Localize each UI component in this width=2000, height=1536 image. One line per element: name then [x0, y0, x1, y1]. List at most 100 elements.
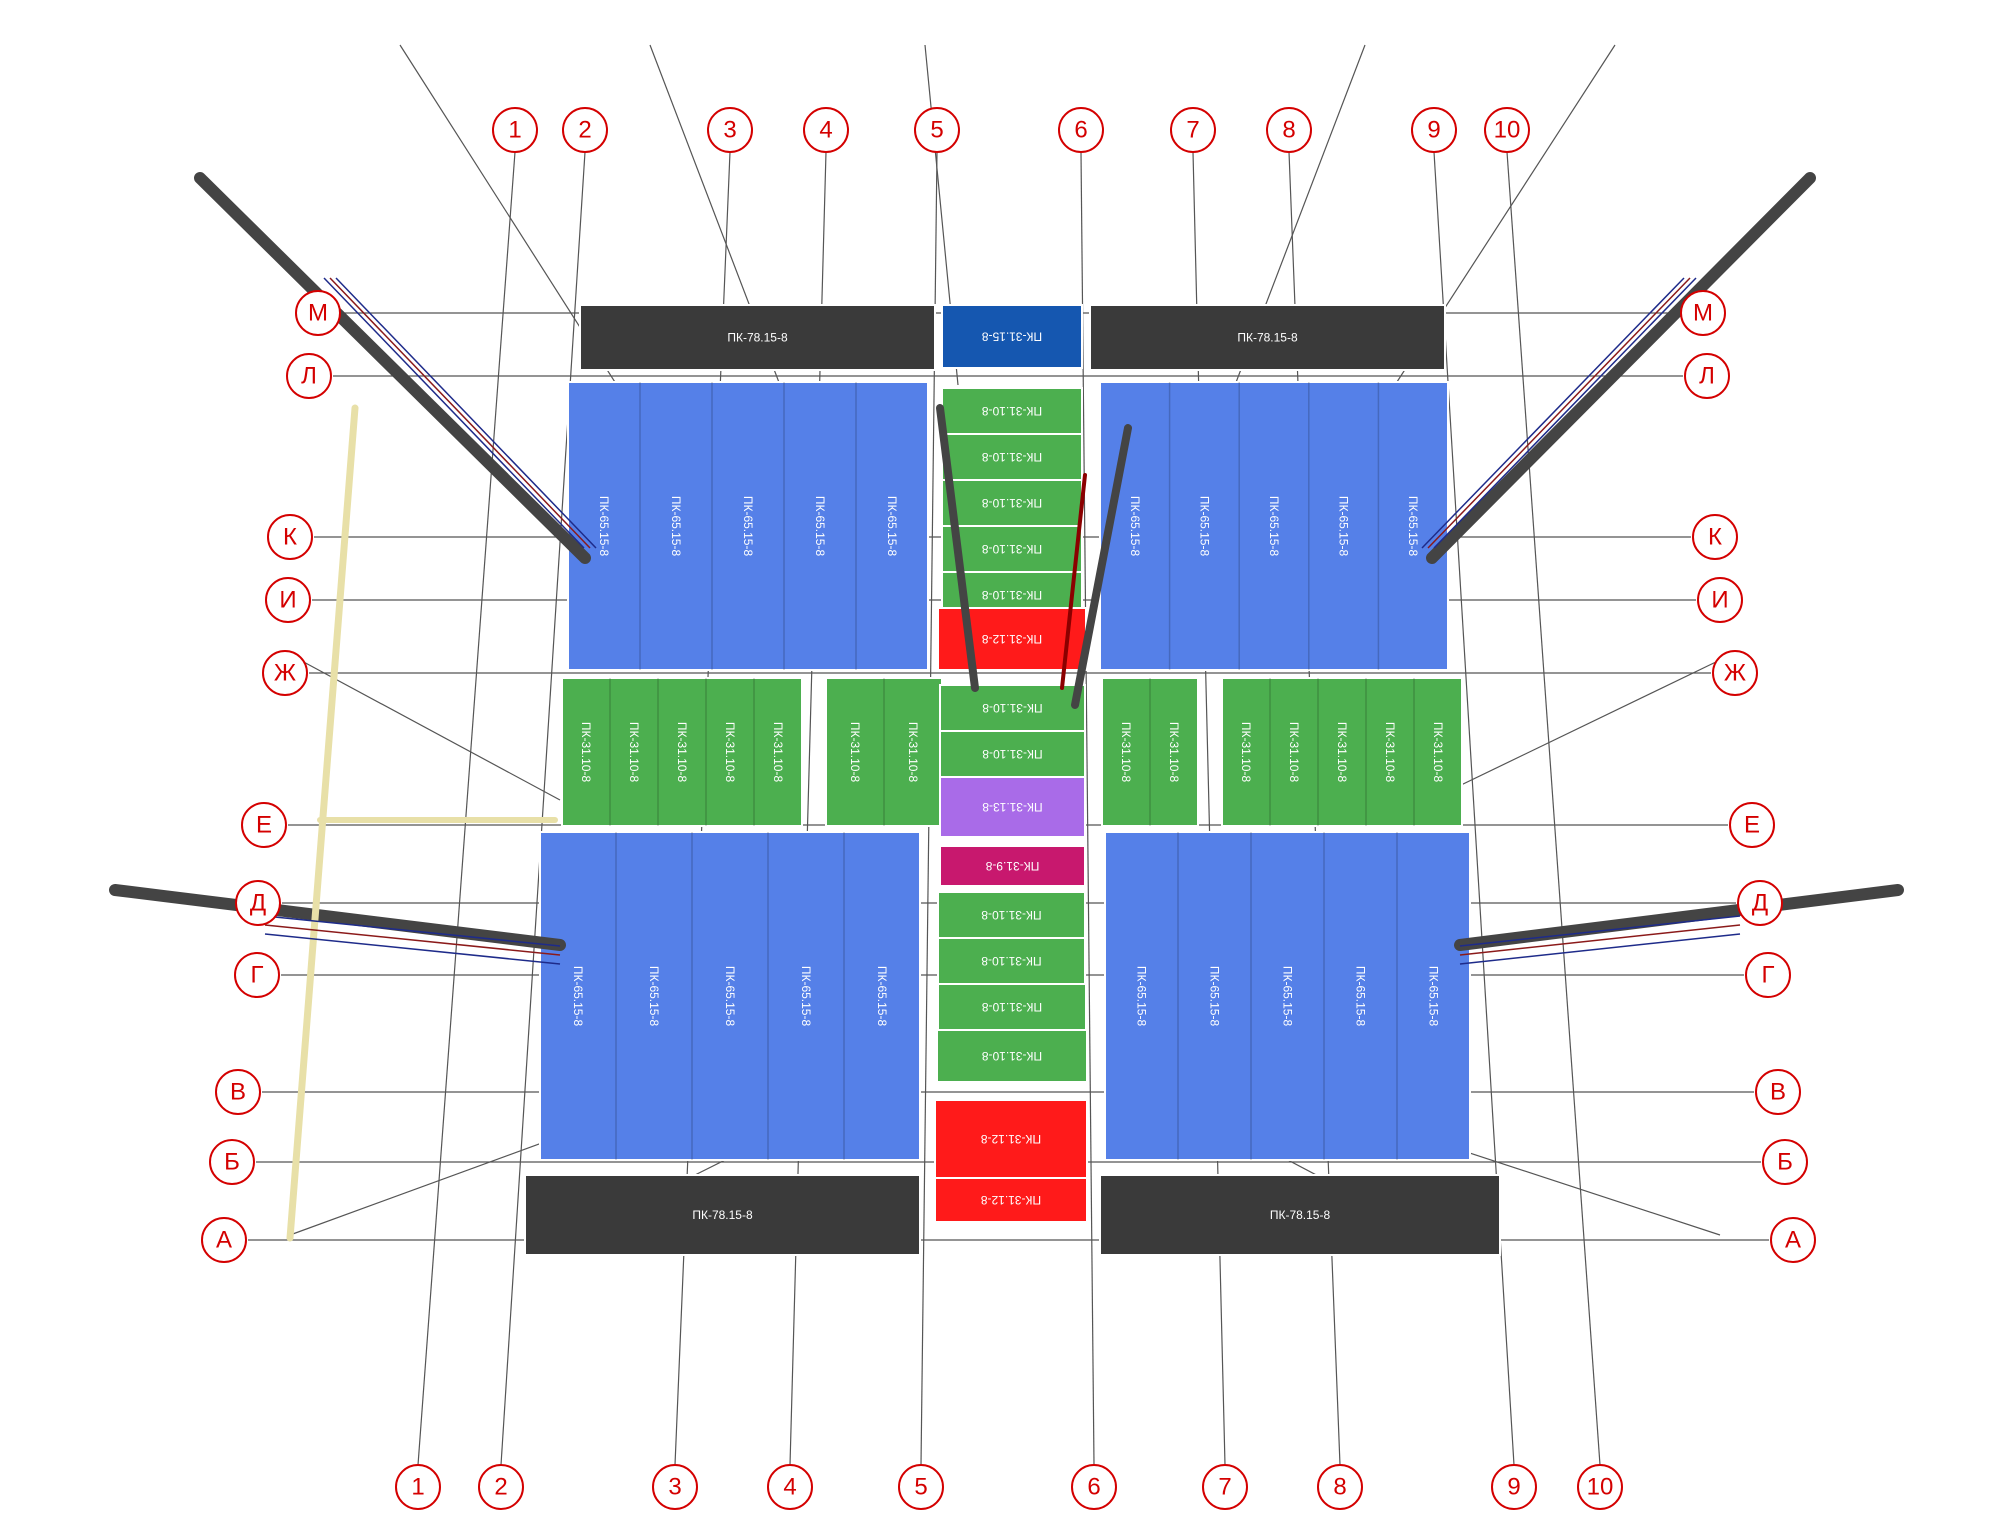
axis-bubble-row-left-5: Ж — [262, 650, 308, 696]
axis-bubble-row-left-11: А — [201, 1217, 247, 1263]
slab-label: ПК-31.10-8 — [1119, 722, 1133, 783]
grid-line-col-1 — [417, 151, 516, 1466]
slab-label: ПК-65.15-8 — [1406, 496, 1420, 557]
axis-bubble-row-right-5: Ж — [1712, 650, 1758, 696]
slab-pk31-10-c10[interactable]: ПК-31.10-8 — [937, 983, 1087, 1031]
slab-pk31-10-c6[interactable]: ПК-31.10-8 — [939, 684, 1086, 732]
slab-pk31-10-c1[interactable]: ПК-31.10-8 — [941, 387, 1083, 435]
axis-bubble-col-top-5-label: 5 — [930, 117, 943, 144]
slab-pk31-9[interactable]: ПК-31.9-8 — [939, 845, 1086, 887]
slab-label: ПК-31.13-8 — [982, 800, 1043, 814]
rod-center-red — [1060, 473, 1087, 690]
slab-label: ПК-31.10-8 — [982, 588, 1043, 602]
service-line-se — [1459, 924, 1741, 956]
construction-line — [1429, 1139, 1721, 1236]
slab-pk31-10-c2[interactable]: ПК-31.10-8 — [941, 433, 1083, 481]
slab-label: ПК-65.15-8 — [571, 966, 585, 1027]
axis-bubble-col-bottom-1-circle — [395, 1464, 441, 1510]
slab-label: ПК-65.15-8 — [875, 966, 889, 1027]
axis-bubble-col-bottom-8-circle — [1317, 1464, 1363, 1510]
axis-bubble-col-top-8-label: 8 — [1282, 117, 1295, 144]
slab-label: ПК-31.12-8 — [981, 1193, 1042, 1207]
axis-bubble-col-bottom-10-circle — [1577, 1464, 1623, 1510]
axis-bubble-row-right-4: И — [1697, 577, 1743, 623]
slab-group-pk31-10-rightmid-body — [1101, 677, 1199, 827]
axis-bubble-row-right-6-circle — [1729, 802, 1775, 848]
slab-label: ПК-31.10-8 — [675, 722, 689, 783]
axis-bubble-col-top-6: 6 — [1058, 107, 1104, 153]
slab-label: ПК-65.15-8 — [885, 496, 899, 557]
slab-pk31-10-c7[interactable]: ПК-31.10-8 — [939, 730, 1086, 778]
slab-pk31-12-b2[interactable]: ПК-31.12-8 — [934, 1177, 1088, 1223]
axis-bubble-row-left-6-circle — [241, 802, 287, 848]
slab-label: ПК-31.15-8 — [982, 330, 1043, 344]
slab-label: ПК-31.10-8 — [1383, 722, 1397, 783]
slab-pk31-10-c11-body — [936, 1029, 1088, 1083]
axis-bubble-col-bottom-2: 2 — [478, 1464, 524, 1510]
axis-bubble-row-left-5-circle — [262, 650, 308, 696]
slab-pk78-top-left[interactable]: ПК-78.15-8 — [579, 304, 936, 371]
slab-pk31-13[interactable]: ПК-31.13-8 — [939, 776, 1086, 838]
slab-label: ПК-31.10-8 — [982, 404, 1043, 418]
axis-bubble-row-right-4-circle — [1697, 577, 1743, 623]
axis-bubble-col-top-10-circle — [1484, 107, 1530, 153]
slab-label: ПК-31.10-8 — [982, 1049, 1043, 1063]
axis-bubble-col-top-6-label: 6 — [1074, 117, 1087, 144]
slab-pk78-top-right[interactable]: ПК-78.15-8 — [1089, 304, 1446, 371]
axis-bubble-col-top-8-circle — [1266, 107, 1312, 153]
pipe-sw — [109, 884, 566, 951]
service-line-se — [1459, 915, 1741, 947]
service-line-nw — [335, 277, 597, 549]
slab-label: ПК-65.15-8 — [1208, 966, 1222, 1027]
pipe-ne — [1426, 172, 1816, 564]
axis-bubble-col-bottom-8-label: 8 — [1333, 1474, 1346, 1501]
axis-bubble-row-right-7-label: Д — [1752, 890, 1768, 917]
slab-label: ПК-31.10-8 — [1167, 722, 1181, 783]
slab-label: ПК-31.10-8 — [981, 954, 1042, 968]
slab-label: ПК-65.15-8 — [669, 496, 683, 557]
slab-pk31-15-top[interactable]: ПК-31.15-8 — [941, 304, 1083, 369]
slab-group-pk31-10-rightmid[interactable]: ПК-31.10-8 ПК-31.10-8 — [1101, 677, 1199, 827]
axis-bubble-row-right-9-label: В — [1770, 1079, 1786, 1106]
axis-bubble-row-right-3: К — [1692, 514, 1738, 560]
axis-bubble-col-bottom-4-circle — [767, 1464, 813, 1510]
axis-bubble-col-top-10: 10 — [1484, 107, 1530, 153]
slab-pk31-10-c8-body — [937, 891, 1086, 939]
slab-pk31-12-b1[interactable]: ПК-31.12-8 — [934, 1099, 1088, 1179]
slab-pk31-10-c8[interactable]: ПК-31.10-8 — [937, 891, 1086, 939]
slab-pk78-bottom-left[interactable]: ПК-78.15-8 — [524, 1174, 921, 1256]
axis-bubble-col-top-3-label: 3 — [723, 117, 736, 144]
slab-label: ПК-65.15-8 — [1197, 496, 1211, 557]
pipe-center-right — [1071, 424, 1132, 709]
axis-bubble-row-left-11-circle — [201, 1217, 247, 1263]
axis-bubble-row-right-4-label: И — [1711, 587, 1728, 614]
slab-label: ПК-65.15-8 — [813, 496, 827, 557]
slab-label: ПК-78.15-8 — [1270, 1208, 1331, 1222]
slab-group-pk31-10-left-body — [561, 677, 803, 827]
axis-bubble-row-right-10-label: Б — [1777, 1149, 1793, 1176]
slab-pk78-bottom-right[interactable]: ПК-78.15-8 — [1099, 1174, 1501, 1256]
slab-pk31-10-c9[interactable]: ПК-31.10-8 — [937, 937, 1086, 985]
slab-label: ПК-31.10-8 — [627, 722, 641, 783]
axis-bubble-col-top-2-label: 2 — [578, 117, 591, 144]
slab-pk31-10-c3-body — [941, 479, 1083, 527]
slab-label: ПК-31.12-8 — [981, 1132, 1042, 1146]
axis-bubble-col-top-5-circle — [914, 107, 960, 153]
axis-bubble-col-bottom-1-label: 1 — [411, 1474, 424, 1501]
slab-label: ПК-65.15-8 — [1128, 496, 1142, 557]
slab-pk31-10-c3[interactable]: ПК-31.10-8 — [941, 479, 1083, 527]
slab-label: ПК-78.15-8 — [692, 1208, 753, 1222]
slab-pk31-10-c11[interactable]: ПК-31.10-8 — [936, 1029, 1088, 1083]
slab-label: ПК-65.15-8 — [1354, 966, 1368, 1027]
axis-bubble-row-left-10-label: Б — [224, 1149, 240, 1176]
slab-label: ПК-65.15-8 — [647, 966, 661, 1027]
